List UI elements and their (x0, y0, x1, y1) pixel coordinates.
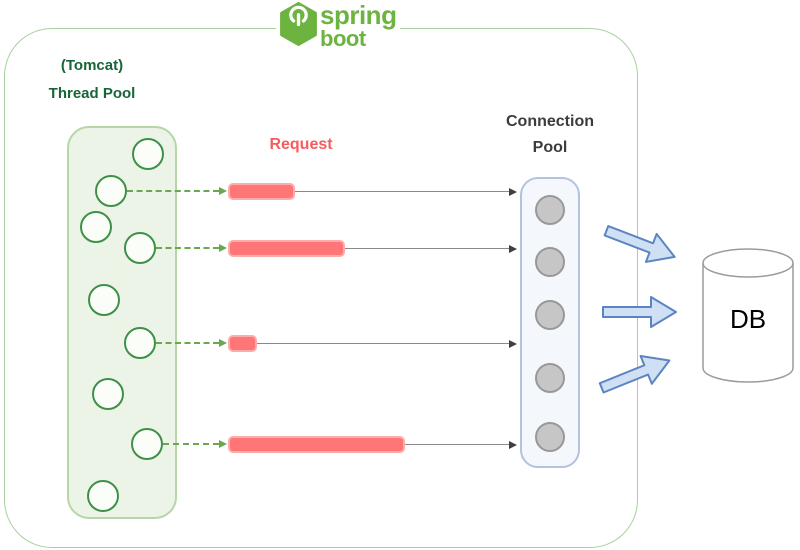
request-label: Request (269, 136, 333, 153)
dashed-arrow-head (219, 244, 227, 252)
tomcat-label-line2: Thread Pool (48, 85, 136, 102)
thread-circle (132, 138, 164, 170)
connector-line (295, 191, 509, 192)
spring-boot-logo: spring boot (276, 0, 401, 58)
db-block-arrow (603, 225, 676, 263)
spring-boot-logo-text: spring boot (320, 0, 397, 51)
connector-arrowhead (509, 441, 517, 449)
dashed-arrow (156, 247, 219, 249)
db-cylinder (702, 248, 794, 383)
connection-circle (535, 300, 565, 330)
power-icon (289, 5, 308, 23)
logo-text-spring: spring (320, 0, 397, 30)
thread-circle (88, 284, 120, 316)
thread-circle (124, 232, 156, 264)
connector-line (345, 248, 509, 249)
thread-circle (131, 428, 163, 460)
dashed-arrow (163, 443, 219, 445)
logo-text-boot: boot (320, 26, 366, 51)
connection-label-line2: Pool (532, 139, 568, 156)
request-bar (228, 335, 257, 352)
connection-pool-label: Connection Pool (495, 109, 605, 161)
db-block-arrow (602, 296, 677, 328)
connector-arrowhead (509, 188, 517, 196)
db-block-arrow (598, 354, 671, 394)
connection-circle (535, 247, 565, 277)
request-bar (228, 436, 405, 453)
thread-circle (92, 378, 124, 410)
connector-line (405, 444, 509, 445)
thread-circle (124, 327, 156, 359)
connection-circle (535, 422, 565, 452)
dashed-arrow (127, 190, 219, 192)
request-bar (228, 240, 345, 257)
dashed-arrow (156, 342, 219, 344)
connector-arrowhead (509, 245, 517, 253)
dashed-arrow-head (219, 440, 227, 448)
connector-line (257, 343, 509, 344)
connector-arrowhead (509, 340, 517, 348)
thread-circle (87, 480, 119, 512)
spring-boot-hexagon-icon (280, 2, 317, 46)
connection-label-line1: Connection (506, 113, 594, 130)
thread-circle (95, 175, 127, 207)
dashed-arrow-head (219, 339, 227, 347)
dashed-arrow-head (219, 187, 227, 195)
request-bar (228, 183, 295, 200)
connection-circle (535, 195, 565, 225)
connection-circle (535, 363, 565, 393)
tomcat-thread-pool-label: (Tomcat) Thread Pool (32, 52, 152, 108)
db-label: DB (729, 304, 767, 334)
thread-circle (80, 211, 112, 243)
tomcat-label-line1: (Tomcat) (60, 57, 124, 74)
